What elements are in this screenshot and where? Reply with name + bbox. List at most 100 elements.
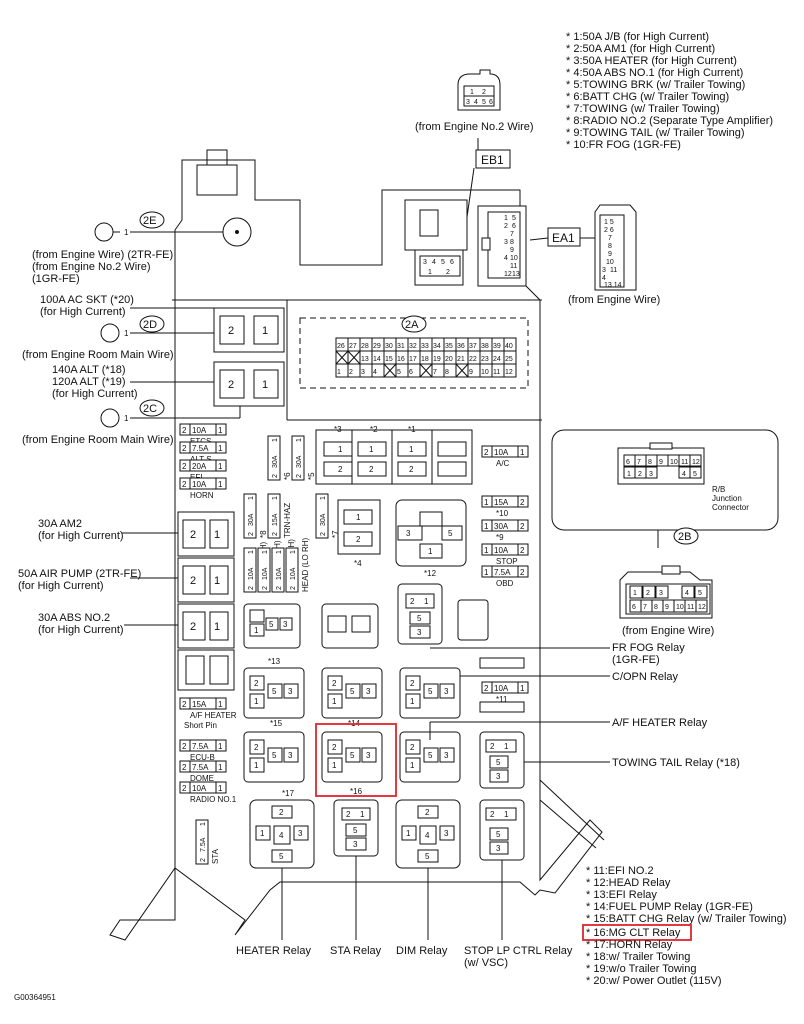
fuse-amp: 10A <box>494 684 509 693</box>
vertical-fuse <box>267 435 281 481</box>
pin-label: 39 <box>493 343 501 350</box>
svg-text:1: 1 <box>504 742 509 751</box>
pin-label: 21 <box>457 356 465 363</box>
vertical-fuse <box>315 493 329 539</box>
pin-label: 12 <box>692 459 700 466</box>
svg-text:1: 1 <box>262 325 268 337</box>
svg-text:3: 3 <box>444 829 449 838</box>
pin-label: 12 <box>698 604 706 611</box>
pin-label: 15 <box>385 356 393 363</box>
pin-label: 1 <box>428 269 432 276</box>
pin-cell <box>655 585 669 599</box>
pin-label: 33 <box>421 343 429 350</box>
fusible-links: 2 1 2 1 2 1 2 1 2 1 1 2 1 2 1 2 1 2 *3 *… <box>177 307 473 691</box>
vertical-fuse <box>195 819 209 865</box>
left-mini-fuses: 210A1ETCS27.5A1ALT-S220A1EFI210A1HORN <box>179 423 227 500</box>
pin-cross <box>455 363 469 378</box>
relay-label: STA Relay <box>330 945 382 957</box>
fuse-amp: 15A <box>494 498 509 507</box>
relay-label: STOP LP CTRL Relay <box>464 945 573 957</box>
left-label: (from Engine Room Main Wire) <box>22 434 174 446</box>
pin-cross <box>419 363 433 378</box>
fuse-amp: 10A <box>192 426 207 435</box>
pin-cross <box>335 350 349 365</box>
fuse-pin: 2 <box>520 522 525 531</box>
pin-label: 9 <box>665 604 669 611</box>
left-label: (from Engine Room Main Wire) <box>22 349 174 361</box>
pin-label: 1 <box>504 215 508 222</box>
pin-label: 7 <box>433 369 437 376</box>
pin-label: 2 <box>446 269 450 276</box>
svg-text:2: 2 <box>228 379 234 391</box>
fuse-name: ECU-B <box>190 753 215 762</box>
svg-text:3: 3 <box>288 687 293 696</box>
pin-cell <box>694 585 708 599</box>
mini-fuse <box>179 423 227 436</box>
fuse-amp: 7.5A <box>192 742 209 751</box>
pin-cell <box>681 585 695 599</box>
note-bottom: * 19:w/o Trailer Towing <box>586 963 696 975</box>
fuse-name: A/C <box>496 459 510 468</box>
left-label: 30A ABS NO.2 <box>38 612 110 624</box>
svg-text:3: 3 <box>353 840 358 849</box>
pin-cell <box>695 599 708 613</box>
svg-text:1: 1 <box>214 621 220 633</box>
fuse-pin: 1 <box>218 742 223 751</box>
svg-text:3: 3 <box>444 751 449 760</box>
fuse-pin: 1 <box>520 684 525 693</box>
fuse-pin: 1 <box>218 426 223 435</box>
pin-cell <box>689 466 702 479</box>
fuse-pin: 2 <box>182 426 187 435</box>
fuse-pin: 1 <box>218 763 223 772</box>
rb-label: Connector <box>712 503 749 512</box>
fuse-pin: 2 <box>182 444 187 453</box>
relay-mark: *16 <box>350 787 363 796</box>
eb1-label: EB1 <box>481 153 504 167</box>
fuse-pin: 1 <box>296 438 303 442</box>
fuse-amp: 10A <box>494 448 509 457</box>
fuse-name: Short Pin <box>184 721 217 730</box>
fuse-amp: 15A <box>192 700 207 709</box>
left-labels: 1 2E (from Engine Wire) (2TR-FE) (from E… <box>18 211 241 636</box>
relay-label: (1GR-FE) <box>612 654 660 666</box>
svg-text:2: 2 <box>338 465 343 474</box>
fuse-amp: 30A <box>272 455 279 468</box>
pin-label: 10 <box>606 259 614 266</box>
fuse-pin: 1 <box>218 462 223 471</box>
relay-mark: *13 <box>268 657 281 666</box>
fuse-pin: 1 <box>272 438 279 442</box>
svg-text:1: 1 <box>214 529 220 541</box>
left-label: (for High Current) <box>40 306 126 318</box>
note-top: * 8:RADIO NO.2 (Separate Type Amplifier) <box>566 115 773 127</box>
fuse-amp: 7.5A <box>494 568 511 577</box>
svg-text:5: 5 <box>448 529 453 538</box>
fuse-amp: 30A <box>494 522 509 531</box>
svg-text:2: 2 <box>190 621 196 633</box>
svg-text:2: 2 <box>410 679 415 688</box>
mini-fuse <box>481 519 529 532</box>
note-bottom: * 20:w/ Power Outlet (115V) <box>586 975 722 987</box>
fuse-pin: 1 <box>200 822 207 826</box>
fuse-name: HORN <box>190 491 214 500</box>
svg-text:1: 1 <box>424 597 429 606</box>
fuse-pin: 1 <box>290 550 297 554</box>
svg-text:2: 2 <box>490 742 495 751</box>
pin-label: 11 <box>610 267 617 274</box>
fuse-pin: 1 <box>484 568 489 577</box>
svg-text:2: 2 <box>356 535 361 544</box>
left-label: 30A AM2 <box>38 518 82 530</box>
pin-label: 8 <box>654 604 658 611</box>
fuse-pin: 2 <box>320 532 327 536</box>
pin-label: 26 <box>337 343 345 350</box>
svg-text:3: 3 <box>496 844 501 853</box>
fuse-pin: 2 <box>276 586 283 590</box>
svg-text:1: 1 <box>410 697 415 706</box>
note-top: * 7:TOWING (w/ Trailer Towing) <box>566 103 720 115</box>
pin-label: 29 <box>373 343 381 350</box>
mg-clt-note-highlight <box>582 924 692 941</box>
fuse-pin: 2 <box>182 742 187 751</box>
svg-text:5: 5 <box>496 758 501 767</box>
